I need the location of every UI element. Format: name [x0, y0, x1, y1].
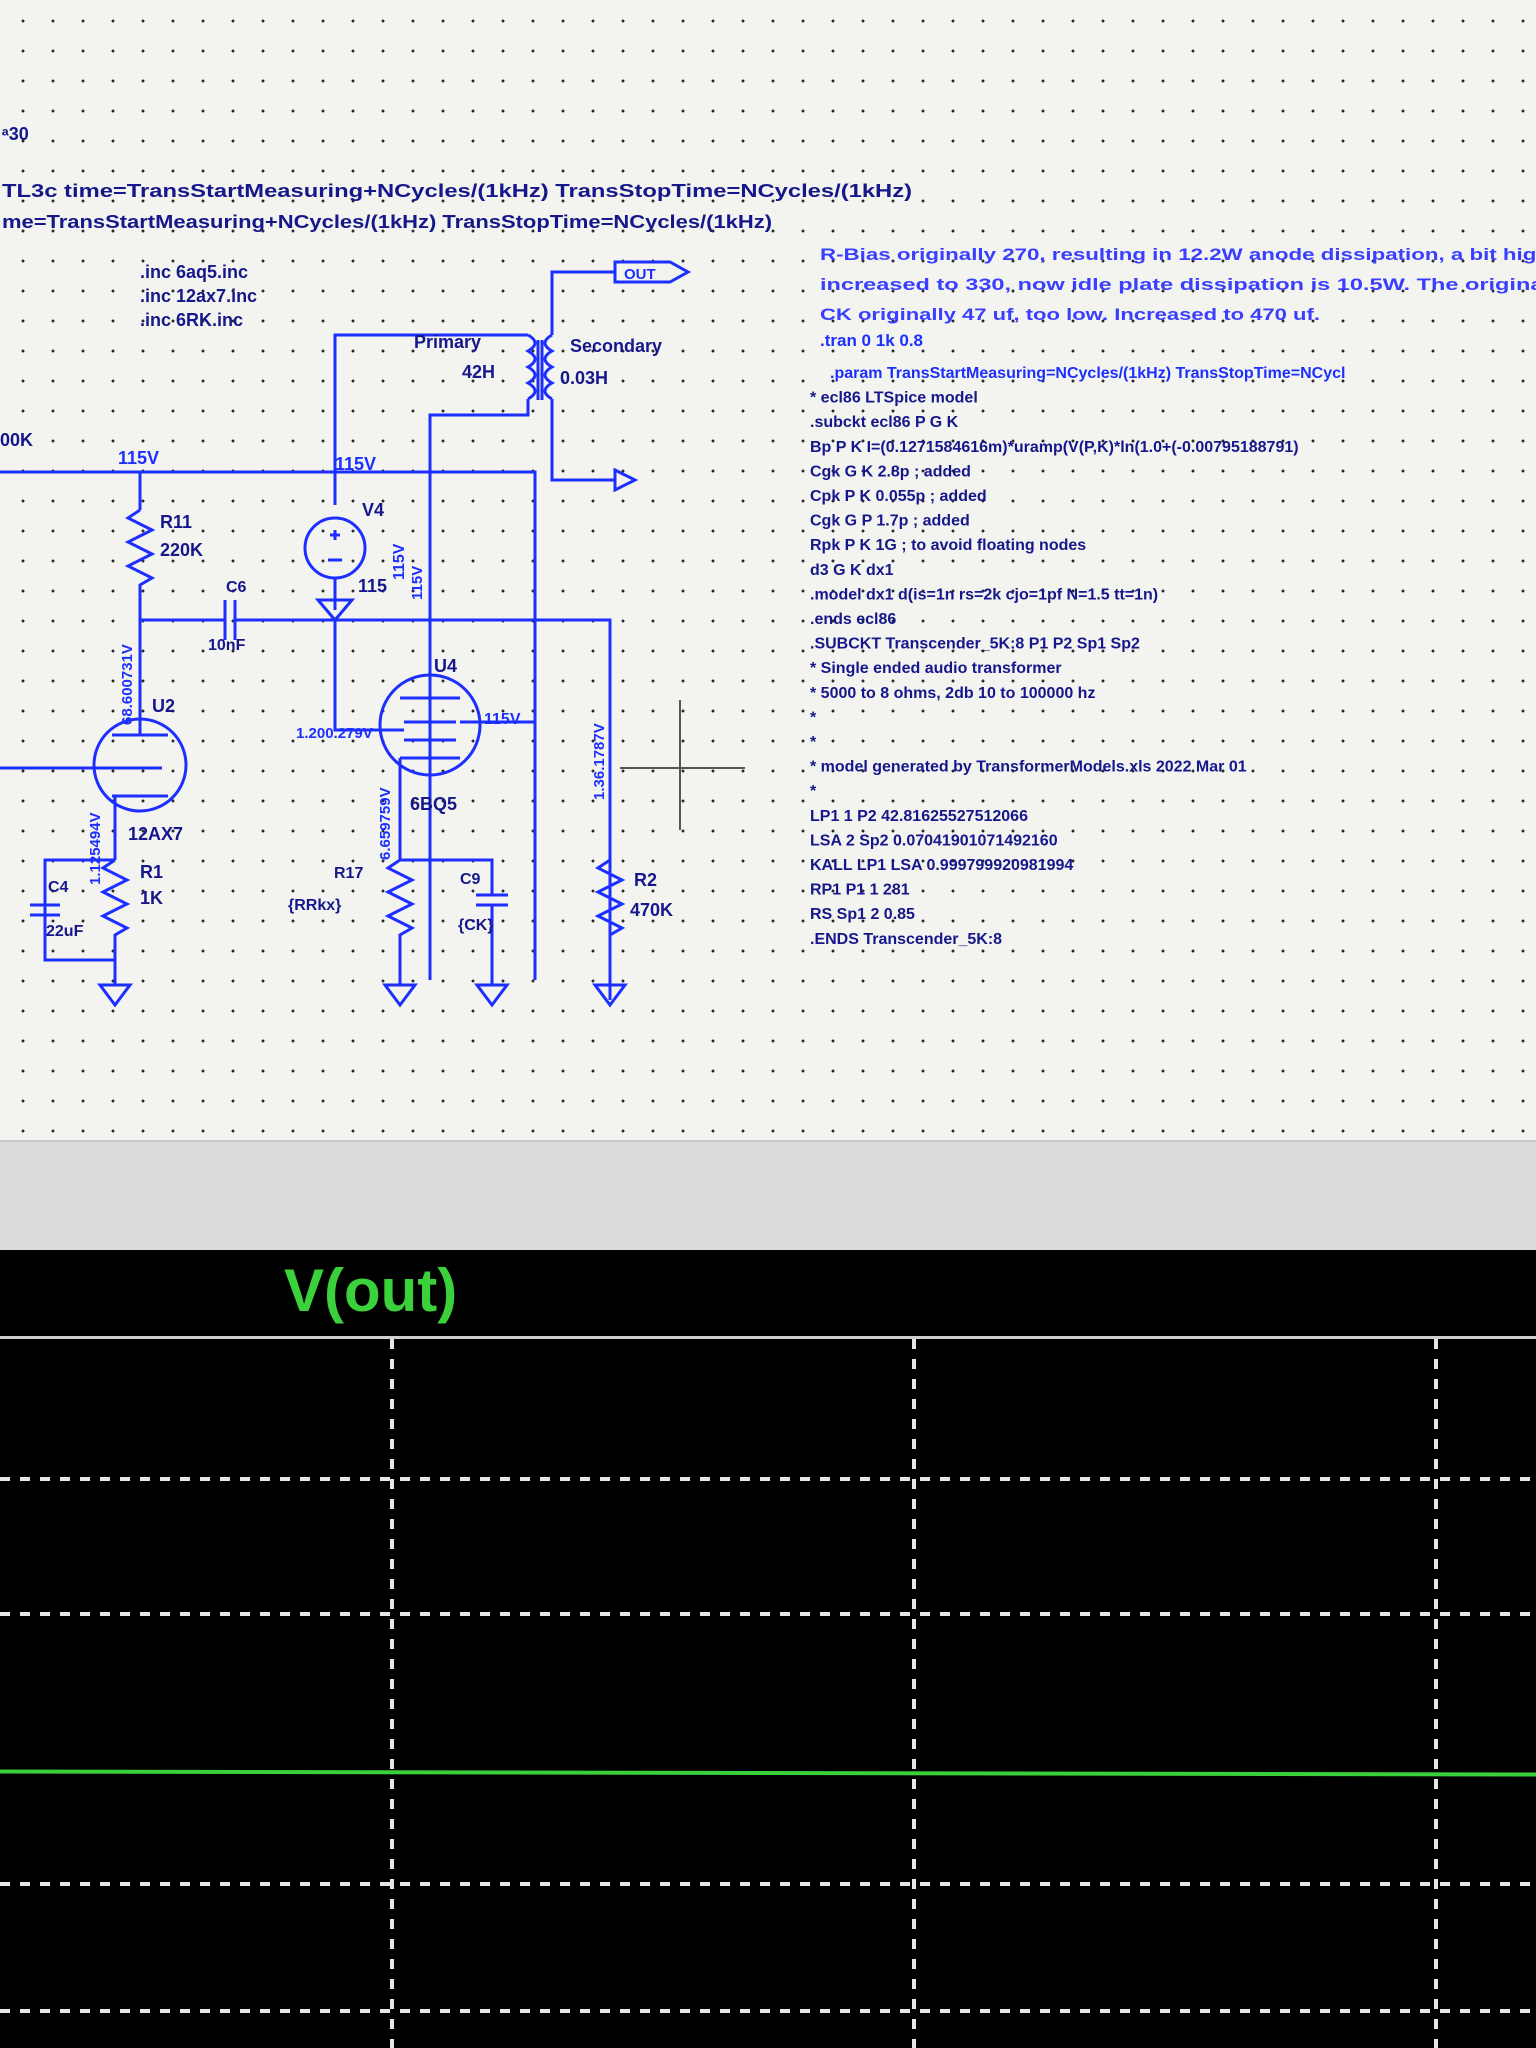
r1-name: R1 [140, 862, 163, 882]
c9-value: {CK} [458, 917, 494, 934]
c4-value: 22uF [46, 923, 84, 940]
capacitor-c9[interactable] [476, 893, 508, 907]
r2-voltage-label: 1.36.1787V [591, 723, 608, 800]
plot-area[interactable] [0, 1339, 1536, 2048]
spice-line: * [810, 783, 817, 800]
r17-name: R17 [334, 865, 363, 882]
comment-line-3[interactable]: CK originally 47 uf, too low. Increased … [820, 305, 1320, 324]
r1-value: 1K [140, 888, 163, 908]
u2-name: U2 [152, 696, 175, 716]
transformer-primary-coil[interactable] [524, 333, 537, 401]
r11-name: R11 [160, 512, 192, 532]
left-edge-value: 00K [0, 430, 33, 450]
spice-line: .model dx1 d(is=1n rs=2k cjo=1pf N=1.5 t… [810, 586, 1158, 603]
include-12ax7[interactable]: .inc 12ax7.inc [140, 286, 257, 306]
voltage-source-v4[interactable] [303, 516, 367, 580]
net-label-bplus-3: 115V [391, 543, 408, 580]
r2-value: 470K [630, 900, 673, 920]
transformer-primary-label: Primary [414, 332, 481, 352]
spice-line: .ENDS Transcender_5K:8 [810, 931, 1002, 948]
spice-line: * Single ended audio transformer [810, 660, 1062, 677]
pane-divider[interactable] [0, 1140, 1536, 1252]
resistor-r2[interactable] [594, 858, 626, 985]
c6-value: 10nF [208, 637, 246, 654]
spice-line: * [810, 709, 817, 726]
capacitor-c6[interactable] [223, 600, 237, 640]
spice-line: RP1 P1 1 281 [810, 882, 910, 899]
out-flag-label: OUT [624, 266, 656, 283]
transformer-secondary-coil[interactable] [543, 333, 556, 401]
spice-line: .SUBCKT Transcender_5K:8 P1 P2 Sp1 Sp2 [810, 636, 1140, 653]
trace-label-vout[interactable]: V(out) [284, 1257, 458, 1324]
spice-line: Cgk G P 1.7p ; added [810, 513, 970, 530]
u2-plate-voltage: 68.600731V [119, 644, 136, 725]
spice-line: LSA 2 Sp2 0.07041901071492160 [810, 832, 1058, 849]
spice-line: .param TransStartMeasuring=NCycles/(1kHz… [830, 365, 1345, 382]
resistor-r11[interactable] [124, 508, 156, 620]
r11-value: 220K [160, 540, 203, 560]
u4-plate-voltage: 1.200.279V [296, 725, 373, 742]
spice-line: .subckt ecl86 P G K [810, 414, 959, 431]
c4-name: C4 [48, 879, 69, 896]
waveform-viewer[interactable]: V(out) [0, 1250, 1536, 2048]
spice-line: * model generated by TransformerModels.x… [810, 759, 1247, 776]
include-6rk[interactable]: .inc 6RK.inc [140, 310, 243, 330]
directive-top-2[interactable]: TL3c time=TransStartMeasuring+NCycles/(1… [2, 181, 912, 201]
net-label-bplus-5: 115V [409, 566, 426, 600]
u2-cathode-voltage: 1.125494V [87, 812, 104, 885]
c9-name: C9 [460, 871, 481, 888]
spice-line: LP1 1 P2 42.81625527512066 [810, 808, 1028, 825]
u4-model: 6BQ5 [410, 794, 457, 814]
v4-name: V4 [362, 500, 384, 520]
schematic-editor[interactable]: ᵃ30 TL3c time=TransStartMeasuring+NCycle… [0, 0, 1536, 1140]
spice-line: Cgk G K 2.8p ; added [810, 463, 971, 480]
r17-value: {RRkx} [288, 897, 341, 914]
spice-line: RS Sp1 2 0.85 [810, 906, 915, 923]
out-net-flag[interactable] [613, 260, 692, 284]
capacitor-c4[interactable] [30, 903, 60, 917]
crosshair-cursor [620, 700, 745, 830]
spice-line: Bp P K I=(0.1271584616m)*uramp(V(P,K)*ln… [810, 439, 1299, 456]
include-6aq5[interactable]: .inc 6aq5.inc [140, 262, 248, 282]
transformer-inductance-primary: 42H [462, 362, 495, 382]
r2-name: R2 [634, 870, 657, 890]
net-label-bplus-4: 115V [484, 711, 521, 728]
spice-line: d3 G K dx1 [810, 562, 894, 579]
net-label-bplus-2: 115V [335, 454, 376, 474]
resistor-r1[interactable] [99, 858, 131, 985]
spice-line: .ends ecl86 [810, 611, 896, 628]
spice-line: * [810, 734, 817, 751]
plot-grid [0, 1339, 1536, 2048]
directive-top-1[interactable]: ᵃ30 [2, 124, 29, 144]
trace-vout[interactable] [0, 1769, 1536, 1777]
comment-line-1[interactable]: R-Bias originally 270, resulting in 12.2… [820, 245, 1536, 264]
spice-directive-block[interactable]: .param TransStartMeasuring=NCycles/(1kHz… [810, 365, 1345, 948]
u2-model: 12AX7 [128, 824, 183, 844]
spice-line: * ecl86 LTSpice model [810, 390, 978, 407]
pentode-u4[interactable] [378, 673, 482, 777]
directive-top-3[interactable]: me=TransStartMeasuring+NCycles/(1kHz) Tr… [2, 212, 772, 232]
comment-line-4[interactable]: .tran 0 1k 0.8 [820, 331, 923, 350]
comment-line-2[interactable]: increased to 330, now idle plate dissipa… [820, 275, 1536, 294]
v4-value: 115 [358, 576, 387, 596]
resistor-r17[interactable] [384, 858, 416, 985]
spice-line: KALL LP1 LSA 0.999799920981994 [810, 857, 1073, 874]
c6-name: C6 [226, 579, 247, 596]
net-label-bplus-1: 115V [118, 448, 159, 468]
plot-header: V(out) [0, 1250, 1536, 1339]
u4-cathode-voltage: 6.659759V [377, 787, 394, 860]
u4-name: U4 [434, 656, 457, 676]
spice-line: * 5000 to 8 ohms, 2db 10 to 100000 hz [810, 685, 1095, 702]
transformer-inductance-secondary: 0.03H [560, 368, 608, 388]
spice-line: Cpk P K 0.055p ; added [810, 488, 987, 505]
spice-line: Rpk P K 1G ; to avoid floating nodes [810, 537, 1086, 554]
transformer-secondary-label: Secondary [570, 336, 662, 356]
